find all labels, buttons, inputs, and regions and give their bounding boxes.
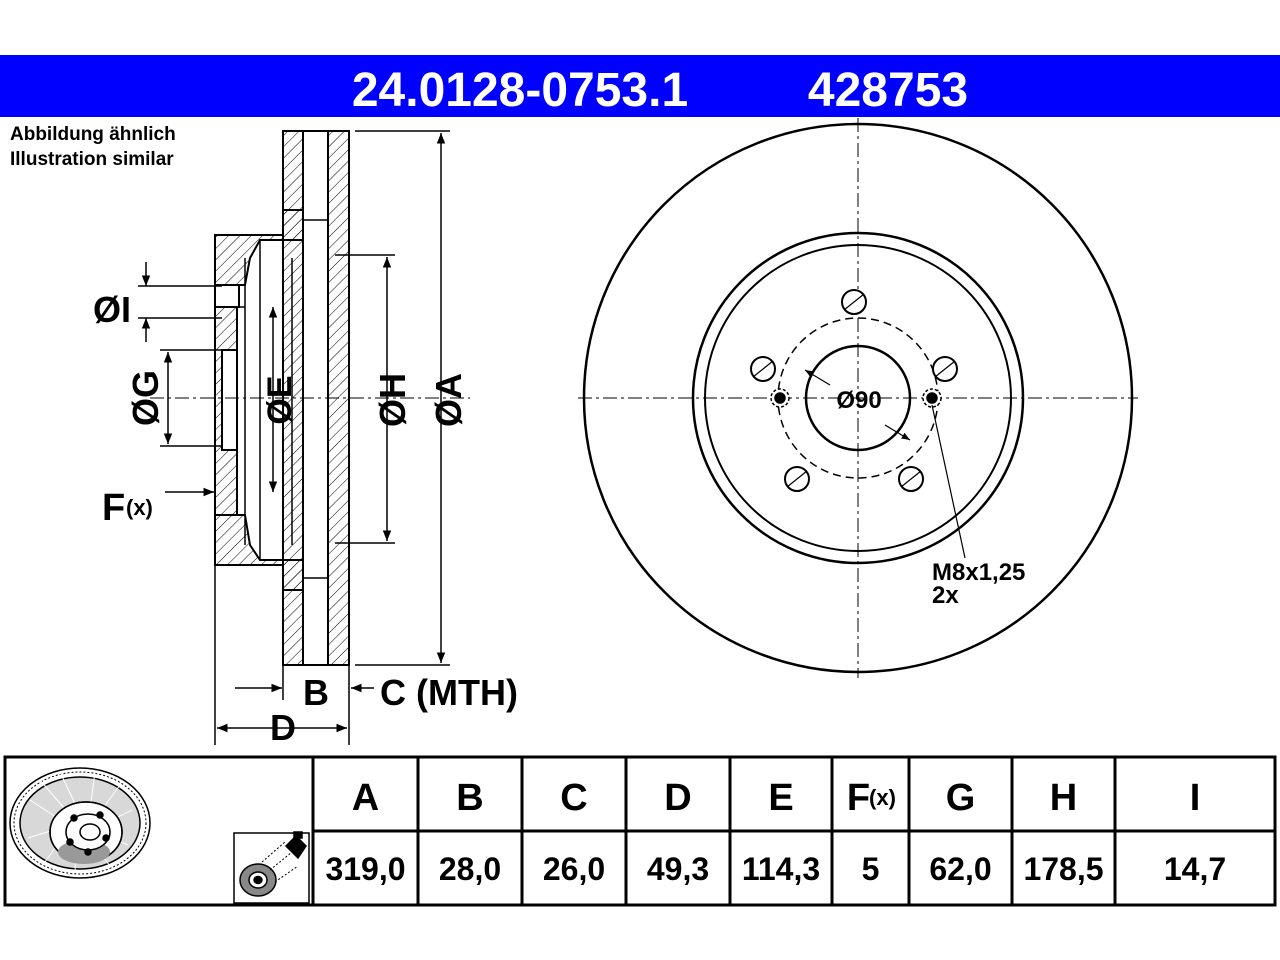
header-bar-bg: [0, 55, 1280, 117]
label-d: D: [270, 707, 296, 748]
brake-disc-icon: [9, 767, 151, 879]
table-value-cell: 28,0: [439, 851, 501, 887]
bolt-hole: [932, 356, 958, 382]
spray-clean-icon: [233, 831, 310, 904]
bolt-holes: [750, 289, 958, 492]
table-header-cell: I: [1190, 777, 1201, 819]
bolt-hole: [750, 356, 776, 382]
table-value-cell: 114,3: [742, 851, 820, 887]
label-dia-g: ØG: [125, 370, 166, 426]
table-value-cell: 14,7: [1164, 851, 1226, 887]
table-header-subscript: (x): [869, 785, 896, 810]
label-b: B: [303, 672, 329, 713]
label-thread-count: 2x: [932, 582, 959, 609]
table-header-cell: A: [352, 777, 379, 819]
table-header-cell: F: [847, 777, 870, 819]
spec-table: [3, 755, 1277, 907]
label-f-sub: (x): [126, 495, 153, 520]
table-value-cell: 26,0: [543, 851, 605, 887]
front-view: [578, 118, 1138, 678]
table-value-row: 319,0 28,0 26,0 49,3 114,3 5 62,0 178,5 14,7: [325, 851, 1226, 887]
table-value-cell: 49,3: [647, 851, 709, 887]
label-center-bore: Ø90: [836, 387, 881, 414]
table-value-cell: 5: [862, 851, 880, 887]
label-dia-h: ØH: [372, 373, 413, 427]
label-thread: M8x1,25: [932, 559, 1025, 586]
table-value-cell: 62,0: [929, 851, 991, 887]
bolt-hole: [784, 466, 810, 492]
part-number: 24.0128-0753.1: [352, 64, 688, 117]
table-header-cell: D: [664, 777, 691, 819]
front-leaders: [804, 369, 966, 559]
bolt-hole: [841, 289, 867, 315]
label-dia-i: ØI: [93, 289, 131, 330]
note-line-de: Abbildung ähnlich: [10, 124, 176, 145]
table-header-cell: H: [1050, 777, 1077, 819]
table-header-cell: G: [946, 777, 976, 819]
header-bar: 24.0128-0753.1 428753: [0, 55, 1280, 117]
table-value-cell: 178,5: [1023, 851, 1103, 887]
note-line-en: Illustration similar: [10, 149, 174, 170]
threaded-holes: [770, 388, 942, 408]
table-header-row: A B C D E F(x) G H I: [352, 777, 1201, 819]
table-header-cell: B: [456, 777, 483, 819]
hub-hat-bottom: [214, 514, 304, 591]
bolt-hole: [898, 466, 924, 492]
section-dimensions: [138, 130, 450, 745]
label-c: C (MTH): [380, 672, 518, 713]
table-header-cell: E: [768, 777, 793, 819]
table-header-cell: C: [560, 777, 587, 819]
table-value-cell: 319,0: [325, 851, 405, 887]
ref-number: 428753: [808, 64, 968, 117]
label-dia-a: ØA: [428, 373, 469, 427]
label-f: F: [102, 487, 125, 529]
section-view: [150, 130, 470, 666]
label-dia-e: ØE: [261, 375, 299, 424]
